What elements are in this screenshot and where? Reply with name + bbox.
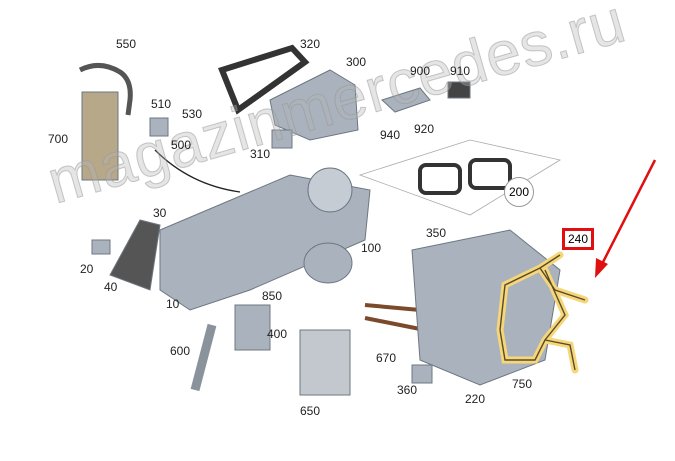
part-310 <box>271 129 293 149</box>
label-850: 850 <box>262 289 283 303</box>
label-320: 320 <box>300 37 321 51</box>
label-500: 500 <box>171 138 192 152</box>
label-10: 10 <box>166 297 180 311</box>
label-700: 700 <box>48 132 69 146</box>
part-heater-pipes <box>364 303 426 332</box>
part-320-seal <box>218 44 310 115</box>
part-200-gasket-a <box>418 163 462 195</box>
label-550: 550 <box>116 37 137 51</box>
label-650: 650 <box>300 404 321 418</box>
part-650-heater-core <box>299 329 351 396</box>
assembly-arrow <box>154 149 241 193</box>
part-400 <box>234 304 271 351</box>
label-670: 670 <box>376 351 397 365</box>
part-600-hose <box>190 323 217 392</box>
label-220: 220 <box>465 392 486 406</box>
label-310: 310 <box>250 147 271 161</box>
red-arrow-head <box>595 258 608 278</box>
part-910 <box>447 81 471 99</box>
part-500 <box>149 117 169 137</box>
part-20 <box>91 239 111 255</box>
label-20: 20 <box>80 262 94 276</box>
red-pointer-arrow <box>598 159 657 269</box>
part-200-gasket-b <box>468 158 512 190</box>
part-100-blower <box>303 242 353 284</box>
part-360 <box>411 364 433 384</box>
part-700-cabin-filter <box>81 91 119 181</box>
label-300: 300 <box>346 55 367 69</box>
label-40: 40 <box>104 280 118 294</box>
label-910: 910 <box>450 64 471 78</box>
label-900: 900 <box>410 64 431 78</box>
part-40-cover <box>109 219 161 291</box>
part-blower-opening <box>307 167 353 213</box>
label-510: 510 <box>151 97 172 111</box>
label-240-highlighted: 240 <box>562 228 595 250</box>
label-350: 350 <box>426 226 447 240</box>
label-400: 400 <box>267 327 288 341</box>
label-920: 920 <box>414 122 435 136</box>
part-300-housing <box>269 69 359 141</box>
label-30: 30 <box>153 206 167 220</box>
part-200-seals <box>358 139 562 216</box>
label-530: 530 <box>182 107 203 121</box>
label-600: 600 <box>170 344 191 358</box>
label-750: 750 <box>512 377 533 391</box>
label-100: 100 <box>361 241 382 255</box>
part-350-housing <box>411 229 561 386</box>
part-550-hose <box>78 63 133 116</box>
part-900 <box>381 87 431 113</box>
label-940: 940 <box>380 128 401 142</box>
label-360: 360 <box>397 383 418 397</box>
label-200: 200 <box>504 177 534 207</box>
part-240-wiring-core <box>499 254 586 371</box>
